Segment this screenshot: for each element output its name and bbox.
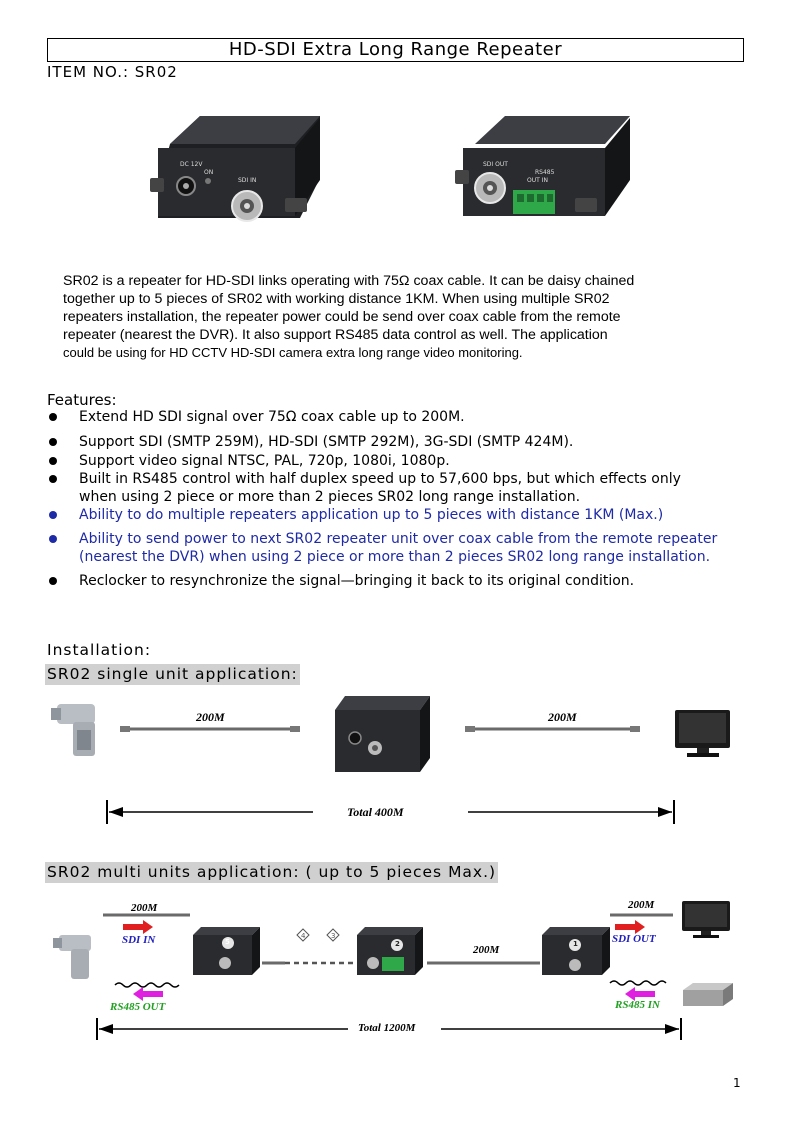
bullet-icon xyxy=(49,457,57,465)
unit-number-badge xyxy=(569,939,581,951)
bullet-icon xyxy=(49,413,57,421)
feature-item: Support video signal NTSC, PAL, 720p, 10… xyxy=(47,452,747,470)
page-number: 1 xyxy=(733,1076,741,1090)
unit-label-rs485: RS485 xyxy=(535,169,555,176)
repeater-unit-5 xyxy=(193,927,260,975)
unit-number-4: 4 xyxy=(301,932,306,940)
multi-left-distance: 200M xyxy=(131,902,158,914)
feature-item: Support SDI (SMTP 259M), HD-SDI (SMTP 29… xyxy=(47,433,747,451)
product-photo-unit-front: DC 12V ON SDI IN xyxy=(150,108,335,228)
total-distance-bar xyxy=(96,1018,682,1040)
unit-4-placeholder-icon xyxy=(296,928,310,942)
installation-heading: Installation: xyxy=(47,641,152,659)
bullet-icon xyxy=(49,511,57,519)
rs485-in-label: RS485 IN xyxy=(615,999,660,1011)
unit-number-badge xyxy=(391,939,403,951)
bullet-icon xyxy=(49,535,57,543)
dvr-icon xyxy=(683,983,733,1006)
repeater-device-icon xyxy=(335,696,430,772)
rs485-cable-left xyxy=(114,982,180,988)
unit-number-badge xyxy=(222,937,234,949)
arrow-left-icon xyxy=(625,987,655,1001)
single-right-distance: 200M xyxy=(548,710,577,724)
multi-unit-heading: SR02 multi units application: ( up to 5 … xyxy=(45,862,499,883)
arrow-right-icon xyxy=(123,920,153,934)
feature-text: Support video signal NTSC, PAL, 720p, 10… xyxy=(79,453,450,469)
repeater-unit-1 xyxy=(542,927,610,975)
feature-text: Ability to send power to next SR02 repea… xyxy=(79,531,718,565)
feature-text: Support SDI (SMTP 259M), HD-SDI (SMTP 29… xyxy=(79,434,574,450)
rs485-cable-right xyxy=(609,980,667,986)
description-line: together up to 5 pieces of SR02 with wor… xyxy=(63,291,610,307)
arrow-right-icon xyxy=(615,920,645,934)
bullet-icon xyxy=(49,577,57,585)
sdi-in-label: SDI IN xyxy=(122,934,156,946)
description-line: repeaters installation, the repeater pow… xyxy=(63,309,621,325)
unit-label-out-in: OUT IN xyxy=(527,177,548,184)
feature-text: Extend HD SDI signal over 75Ω coax cable… xyxy=(79,409,465,425)
unit-label-sdi-out: SDI OUT xyxy=(483,161,508,168)
document-title: HD-SDI Extra Long Range Repeater xyxy=(47,38,744,62)
total-distance-bar xyxy=(106,800,675,824)
single-total-distance: Total 400M xyxy=(347,805,404,819)
feature-item: Built in RS485 control with half duplex … xyxy=(47,470,747,506)
description-line: could be using for HD CCTV HD-SDI camera… xyxy=(63,345,523,360)
multi-middle-distance: 200M xyxy=(473,944,500,956)
bullet-icon xyxy=(49,438,57,446)
description-line: repeater (nearest the DVR). It also supp… xyxy=(63,327,608,343)
item-number: ITEM NO.: SR02 xyxy=(47,63,178,81)
product-photo-unit-back: SDI OUT RS485 OUT IN xyxy=(455,108,645,228)
unit-label-dc: DC 12V xyxy=(180,161,203,168)
bullet-icon xyxy=(49,475,57,483)
single-left-distance: 200M xyxy=(196,710,225,724)
multi-unit-diagram xyxy=(45,895,745,1045)
single-unit-heading: SR02 single unit application: xyxy=(45,664,300,685)
sdi-out-label: SDI OUT xyxy=(612,933,656,945)
unit-number-3: 3 xyxy=(331,932,336,940)
rs485-out-label: RS485 OUT xyxy=(110,1001,166,1013)
feature-text: Ability to do multiple repeaters applica… xyxy=(79,507,664,523)
features-heading: Features: xyxy=(47,391,117,409)
multi-total-distance: Total 1200M xyxy=(358,1022,416,1034)
camera-icon xyxy=(53,935,91,979)
monitor-icon xyxy=(682,901,730,938)
multi-right-distance: 200M xyxy=(628,899,655,911)
product-description: SR02 is a repeater for HD-SDI links oper… xyxy=(63,272,743,362)
camera-icon xyxy=(51,704,95,756)
unit-number-5: 5 xyxy=(225,938,230,946)
unit-number-2: 2 xyxy=(395,940,400,948)
single-unit-diagram xyxy=(45,690,745,830)
unit-3-placeholder-icon xyxy=(326,928,340,942)
unit-label-on: ON xyxy=(204,169,213,176)
feature-item: Ability to do multiple repeaters applica… xyxy=(47,506,747,524)
feature-item: Reclocker to resynchronize the signal—br… xyxy=(47,572,747,590)
feature-text: Built in RS485 control with half duplex … xyxy=(79,471,681,505)
arrow-left-icon xyxy=(133,987,163,1001)
unit-label-sdi-in: SDI IN xyxy=(238,177,256,184)
coax-cable-right xyxy=(465,726,640,732)
feature-item: Extend HD SDI signal over 75Ω coax cable… xyxy=(47,408,747,426)
unit-number-1: 1 xyxy=(573,940,578,948)
description-line: SR02 is a repeater for HD-SDI links oper… xyxy=(63,273,635,289)
feature-text: Reclocker to resynchronize the signal—br… xyxy=(79,573,635,589)
coax-cable-left xyxy=(120,726,300,732)
feature-item: Ability to send power to next SR02 repea… xyxy=(47,530,747,566)
features-list: Extend HD SDI signal over 75Ω coax cable… xyxy=(47,408,747,590)
repeater-unit-2 xyxy=(357,927,423,975)
monitor-icon xyxy=(675,710,730,757)
